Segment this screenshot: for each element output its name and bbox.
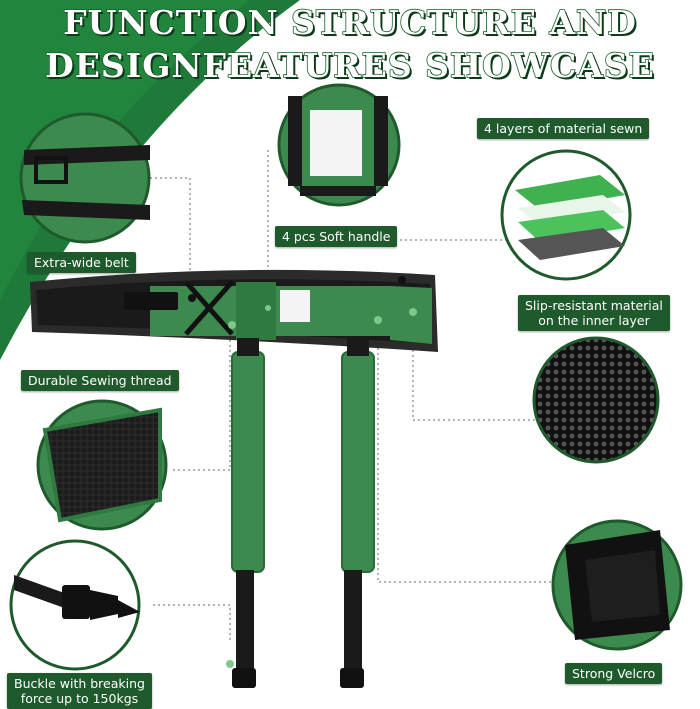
detail-circle-slip-resistant (532, 336, 660, 464)
label-buckle: Buckle with breaking force up to 150kgs (7, 673, 152, 709)
detail-circle-buckle (9, 539, 141, 671)
title-line-2: DESIGNFEATURES SHOWCASE (44, 45, 655, 86)
label-slip-resistant-line1: Slip-resistant material (525, 298, 663, 313)
label-soft-handle: 4 pcs Soft handle (275, 226, 398, 247)
title-line-1: FUNCTION STRUCTURE AND (62, 2, 637, 43)
label-four-layers: 4 layers of material sewn (477, 118, 650, 139)
label-strong-velcro: Strong Velcro (565, 663, 663, 684)
belt-illustration (30, 269, 438, 688)
label-slip-resistant-line2: on the inner layer (538, 313, 650, 328)
label-buckle-line2: force up to 150kgs (20, 691, 139, 706)
detail-circle-soft-handle (277, 83, 401, 207)
label-extra-wide-belt: Extra-wide belt (27, 252, 136, 273)
label-buckle-line1: Buckle with breaking (14, 676, 145, 691)
label-slip-resistant: Slip-resistant material on the inner lay… (518, 295, 670, 331)
detail-circle-belt-closeup (19, 112, 151, 244)
label-durable-thread: Durable Sewing thread (21, 370, 179, 391)
detail-circle-velcro (551, 519, 683, 651)
detail-circle-sewing-thread (36, 399, 168, 531)
detail-circle-material-layers (500, 149, 632, 281)
background-green-highlight (0, 0, 250, 300)
